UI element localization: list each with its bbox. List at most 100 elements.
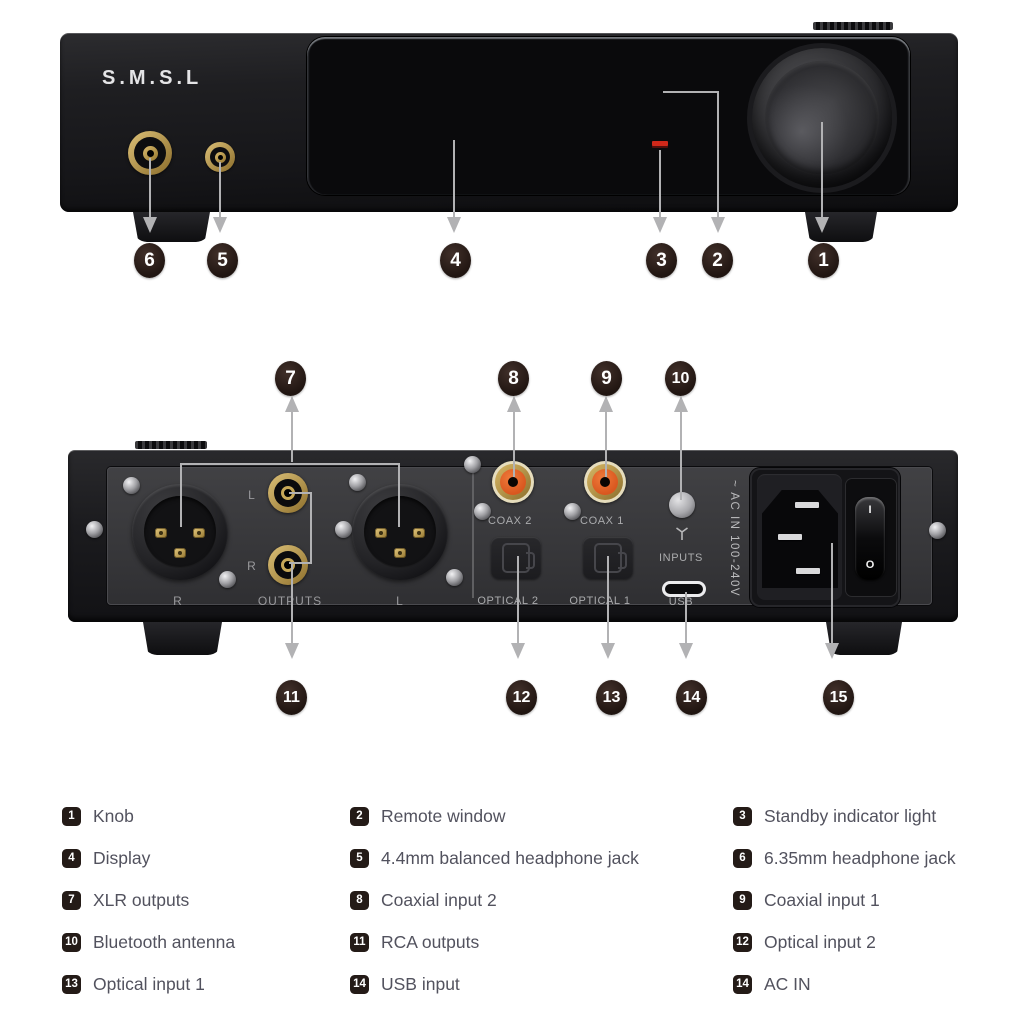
power-switch-panel: I O	[845, 478, 897, 597]
screw	[564, 503, 581, 520]
optical2-label: OPTICAL 2	[477, 595, 539, 607]
callout-badge-14: 14	[676, 680, 707, 715]
volume-knob-face	[765, 61, 879, 175]
legend-item-rca-outputs: 11 RCA outputs	[350, 921, 639, 963]
rear-foot-left	[143, 622, 222, 655]
legend-label: Coaxial input 2	[381, 889, 497, 910]
legend-item-remote-window: 2 Remote window	[350, 795, 639, 837]
section-divider	[472, 472, 474, 598]
coax2-label: COAX 2	[488, 515, 532, 527]
legend-item-xlr-outputs: 7 XLR outputs	[62, 879, 235, 921]
legend-badge: 5	[350, 848, 369, 868]
legend-badge: 8	[350, 890, 369, 910]
xlr-left-label: L	[396, 594, 404, 608]
headphone-jack-4-4mm	[205, 142, 235, 172]
callout-badge-2: 2	[702, 243, 733, 278]
xlr-right-label: R	[173, 594, 183, 608]
antenna-icon	[676, 527, 688, 540]
legend-column-3: 3 Standby indicator light 6 6.35mm headp…	[733, 795, 956, 1005]
xlr-pin	[394, 548, 406, 558]
rca-output-left	[268, 473, 308, 513]
legend-label: Display	[93, 847, 151, 868]
callout-badge-7: 7	[275, 361, 306, 396]
legend-badge: 14	[733, 974, 752, 994]
callout-badge-4: 4	[440, 243, 471, 278]
screw	[123, 477, 140, 494]
rca-output-right	[268, 545, 308, 585]
ac-pin	[795, 502, 819, 508]
legend-badge: 13	[62, 974, 81, 994]
coax-input-2	[492, 461, 534, 503]
legend-item-display: 4 Display	[62, 837, 235, 879]
screw	[86, 521, 103, 538]
legend-badge: 9	[733, 890, 752, 910]
legend-column-2: 2 Remote window 5 4.4mm balanced headpho…	[350, 795, 639, 1005]
callout-badge-6: 6	[134, 243, 165, 278]
rca-right-label: R	[247, 559, 257, 573]
legend-item-standby-indicator: 3 Standby indicator light	[733, 795, 956, 837]
callout-badge-8: 8	[498, 361, 529, 396]
screw	[929, 522, 946, 539]
legend-badge: 3	[733, 806, 752, 826]
legend-label: 4.4mm balanced headphone jack	[381, 847, 639, 868]
volume-knob	[752, 48, 892, 188]
legend-item-44mm-jack: 5 4.4mm balanced headphone jack	[350, 837, 639, 879]
xlr-pin	[174, 548, 186, 558]
ac-pin	[778, 534, 802, 540]
standby-indicator-light	[652, 141, 668, 146]
brand-logo: S.M.S.L	[102, 67, 203, 89]
front-top-vent-fins	[813, 22, 893, 30]
legend-label: Standby indicator light	[764, 805, 937, 826]
rca-left-label: L	[248, 488, 256, 502]
screw	[335, 521, 352, 538]
optical1-label: OPTICAL 1	[569, 595, 631, 607]
callout-badge-10: 10	[665, 361, 696, 396]
callout-badge-15: 15	[823, 680, 854, 715]
callout-badge-11: 11	[276, 680, 307, 715]
rear-foot-right	[826, 622, 902, 655]
screw	[219, 571, 236, 588]
legend-label: XLR outputs	[93, 889, 190, 910]
front-foot-right	[805, 212, 877, 242]
legend-badge: 10	[62, 932, 81, 952]
legend-item-optical-input-1: 13 Optical input 1	[62, 963, 235, 1005]
legend-item-usb-input: 14 USB input	[350, 963, 639, 1005]
callout-badge-5: 5	[207, 243, 238, 278]
legend-badge: 6	[733, 848, 752, 868]
screw	[446, 569, 463, 586]
coax1-label: COAX 1	[580, 515, 624, 527]
xlr-output-left	[352, 484, 448, 580]
power-switch-rocker: I O	[855, 497, 885, 580]
legend-label: RCA outputs	[381, 931, 480, 952]
outputs-label: OUTPUTS	[257, 594, 323, 608]
inputs-label: INPUTS	[659, 552, 703, 564]
rear-panel-device: L R R OUTPUTS L COAX 2 COAX 1 INPUTS OPT…	[68, 450, 958, 655]
legend-badge: 4	[62, 848, 81, 868]
legend-label: Knob	[93, 805, 134, 826]
legend-badge: 11	[350, 932, 369, 952]
xlr-pin	[413, 528, 425, 538]
legend-item-635mm-jack: 6 6.35mm headphone jack	[733, 837, 956, 879]
legend-label: Remote window	[381, 805, 506, 826]
legend-item-coaxial-input-2: 8 Coaxial input 2	[350, 879, 639, 921]
legend-item-ac-in: 14 AC IN	[733, 963, 956, 1005]
callout-badge-1: 1	[808, 243, 839, 278]
legend-badge: 7	[62, 890, 81, 910]
optical-input-2	[491, 537, 541, 579]
legend-item-optical-input-2: 12 Optical input 2	[733, 921, 956, 963]
rear-top-vent-fins	[135, 441, 207, 449]
legend-label: AC IN	[764, 973, 811, 994]
legend-badge: 1	[62, 806, 81, 826]
legend-badge: 12	[733, 932, 752, 952]
legend-label: USB input	[381, 973, 460, 994]
xlr-output-right	[132, 484, 228, 580]
xlr-pin	[375, 528, 387, 538]
legend-item-bluetooth-antenna: 10 Bluetooth antenna	[62, 921, 235, 963]
screw	[349, 474, 366, 491]
legend-label: 6.35mm headphone jack	[764, 847, 956, 868]
usb-label: USB	[668, 596, 694, 608]
legend-label: Optical input 2	[764, 931, 876, 952]
ac-power-module: I O	[750, 468, 900, 607]
legend-badge: 14	[350, 974, 369, 994]
